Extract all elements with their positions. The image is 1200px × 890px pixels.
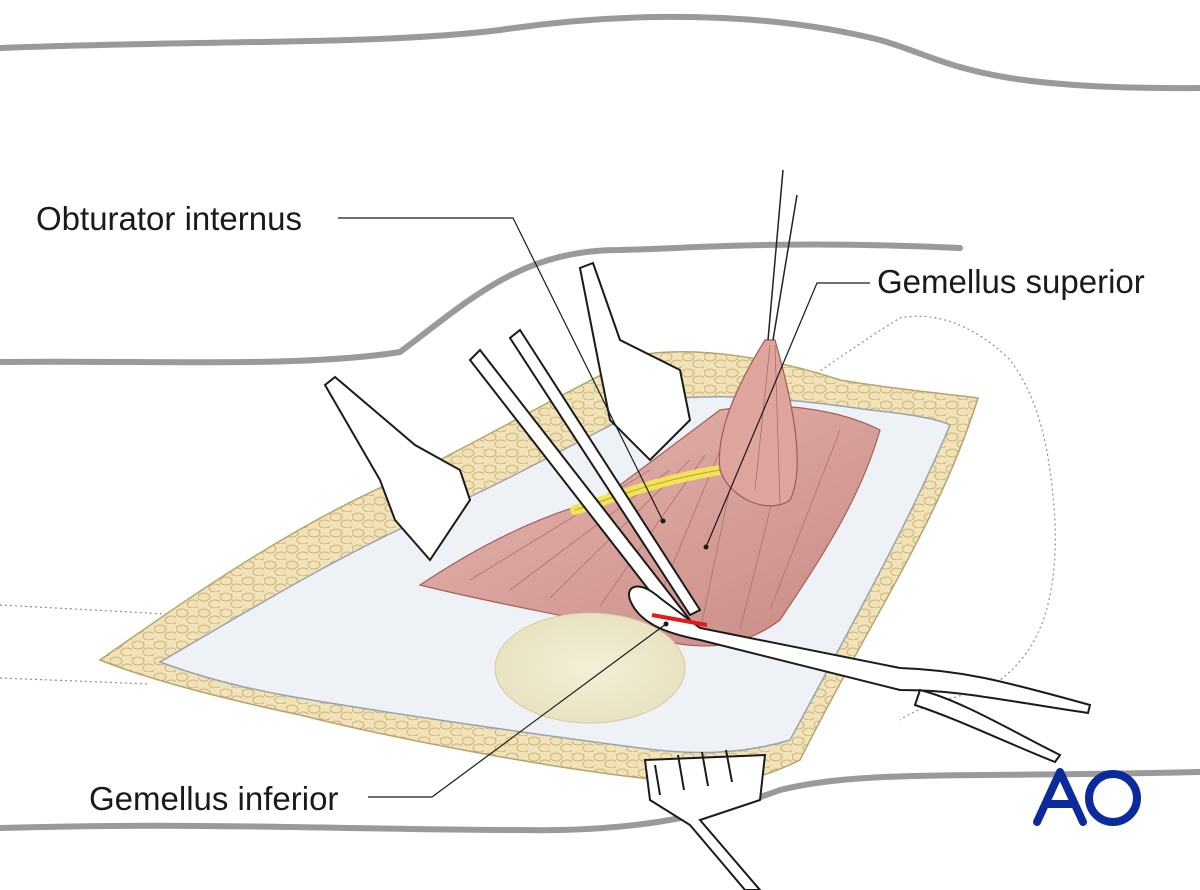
greater-trochanter bbox=[494, 612, 686, 724]
label-gemellus-superior: Gemellus superior bbox=[877, 263, 1145, 300]
retractor-upper-center bbox=[578, 261, 692, 462]
ao-logo-a bbox=[1033, 768, 1087, 826]
label-obturator-internus: Obturator internus bbox=[36, 200, 302, 237]
cut-mark bbox=[651, 613, 708, 627]
stay-sutures bbox=[767, 169, 798, 341]
blunt-hook bbox=[628, 585, 1092, 764]
rake-retractor bbox=[643, 749, 767, 890]
retractor-upper-left bbox=[323, 375, 472, 562]
ao-logo bbox=[1033, 768, 1141, 826]
label-gemellus-inferior: Gemellus inferior bbox=[89, 780, 338, 817]
body-outline bbox=[0, 13, 1200, 834]
leader-lines bbox=[338, 217, 870, 798]
leader-dots bbox=[660, 518, 709, 627]
ao-logo-o bbox=[1085, 770, 1141, 826]
